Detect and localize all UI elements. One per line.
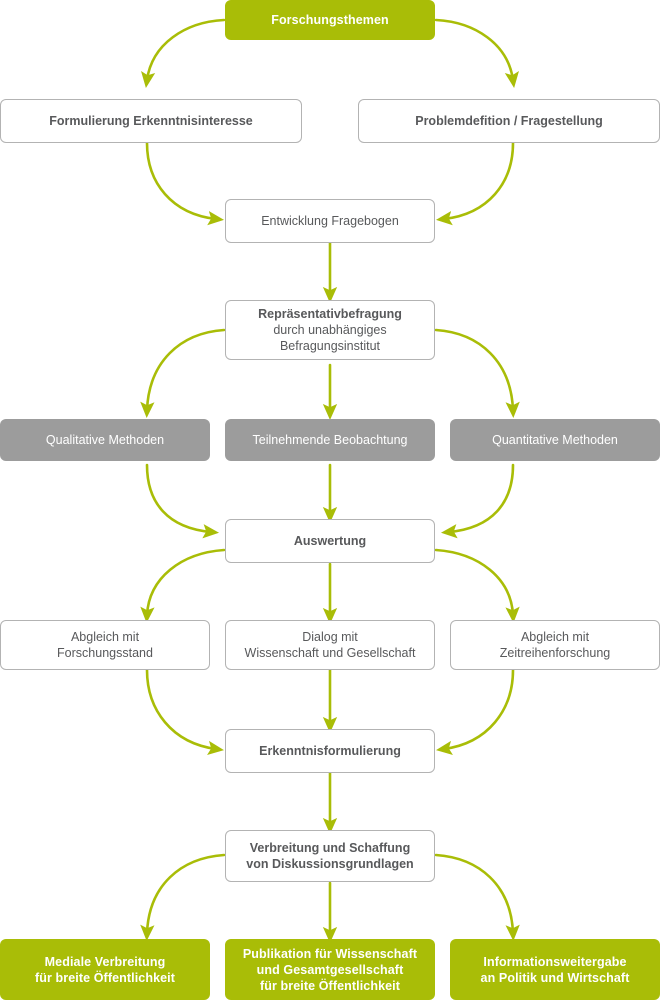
node-problemdefinition-label: Problemdefition / Fragestellung — [415, 114, 603, 128]
node-forschungsthemen[interactable]: Forschungsthemen — [225, 0, 435, 40]
node-erkenntnisformulierung[interactable]: Erkenntnisformulierung — [225, 729, 435, 773]
edge-auswertung-to-abgleich-zeitreihen — [434, 548, 520, 624]
edge-forschungsthemen-to-problemdefinition — [434, 18, 519, 88]
edge-repraesentativ-to-qualitative — [140, 328, 226, 419]
node-problemdefinition-fragestellung[interactable]: Problemdefition / Fragestellung — [358, 99, 660, 143]
node-informationsweitergabe-label: Informationsweitergabe an Politik und Wi… — [480, 954, 630, 985]
node-publikation-wissenschaft[interactable]: Publikation für Wissenschaft und Gesamtg… — [225, 939, 435, 1000]
node-informationsweitergabe[interactable]: Informationsweitergabe an Politik und Wi… — [450, 939, 660, 1000]
node-mediale-verbreitung-label: Mediale Verbreitung für breite Öffentlic… — [34, 954, 176, 985]
node-repraesentativbefragung-label: Repräsentativbefragung durch unabhängige… — [258, 307, 402, 353]
edge-problemdefinition-to-entwicklung — [435, 141, 515, 226]
node-erkenntnisformulierung-label: Erkenntnisformulierung — [259, 744, 401, 758]
node-dialog-label: Dialog mit Wissenschaft und Gesellschaft — [244, 630, 416, 660]
node-abgleich-zeitreihen-label: Abgleich mit Zeitreihenforschung — [499, 630, 611, 660]
edge-auswertung-to-abgleich-forschungsstand — [140, 548, 226, 624]
node-abgleich-forschungsstand[interactable]: Abgleich mit Forschungsstand — [0, 620, 210, 670]
node-quantitative-methoden[interactable]: Quantitative Methoden — [450, 419, 660, 461]
node-abgleich-zeitreihenforschung[interactable]: Abgleich mit Zeitreihenforschung — [450, 620, 660, 670]
node-entwicklung-fragebogen-label: Entwicklung Fragebogen — [261, 214, 399, 228]
edge-repraesentativ-to-quantitative — [434, 328, 520, 419]
node-publikation-label: Publikation für Wissenschaft und Gesamtg… — [242, 946, 418, 993]
edge-forschungsthemen-to-formulierung — [141, 18, 226, 88]
node-mediale-verbreitung[interactable]: Mediale Verbreitung für breite Öffentlic… — [0, 939, 210, 1000]
node-verbreitung-schaffung-label: Verbreitung und Schaffung von Diskussion… — [246, 841, 414, 871]
node-formulierung-label: Formulierung Erkenntnisinteresse — [49, 114, 253, 128]
node-forschungsthemen-label: Forschungsthemen — [271, 13, 389, 27]
edge-qualitative-to-auswertung — [145, 463, 220, 539]
node-teilnehmende-beobachtung[interactable]: Teilnehmende Beobachtung — [225, 419, 435, 461]
edge-abgleich-zeitreihen-to-erkenntnis — [436, 668, 515, 755]
node-qualitative-methoden[interactable]: Qualitative Methoden — [0, 419, 210, 461]
node-formulierung-erkenntnisinteresse[interactable]: Formulierung Erkenntnisinteresse — [0, 99, 302, 143]
node-teilnehmende-beobachtung-label: Teilnehmende Beobachtung — [252, 433, 408, 447]
node-verbreitung-schaffung[interactable]: Verbreitung und Schaffung von Diskussion… — [225, 830, 435, 882]
node-repraesentativbefragung[interactable]: Repräsentativbefragung durch unabhängige… — [225, 300, 435, 360]
node-auswertung-label: Auswertung — [293, 534, 367, 548]
node-dialog-wissenschaft-gesellschaft[interactable]: Dialog mit Wissenschaft und Gesellschaft — [225, 620, 435, 670]
node-qualitative-methoden-label: Qualitative Methoden — [45, 433, 165, 447]
edge-verbreitung-to-mediale — [140, 853, 226, 942]
node-entwicklung-fragebogen[interactable]: Entwicklung Fragebogen — [225, 199, 435, 243]
edge-verbreitung-to-informationsweitergabe — [434, 853, 520, 942]
edge-formulierung-to-entwicklung — [145, 141, 225, 226]
node-quantitative-methoden-label: Quantitative Methoden — [492, 433, 618, 447]
node-abgleich-forschungsstand-label: Abgleich mit Forschungsstand — [57, 630, 153, 660]
edge-quantitative-to-auswertung — [440, 463, 515, 539]
edge-abgleich-forschungsstand-to-erkenntnis — [145, 668, 224, 755]
node-auswertung[interactable]: Auswertung — [225, 519, 435, 563]
